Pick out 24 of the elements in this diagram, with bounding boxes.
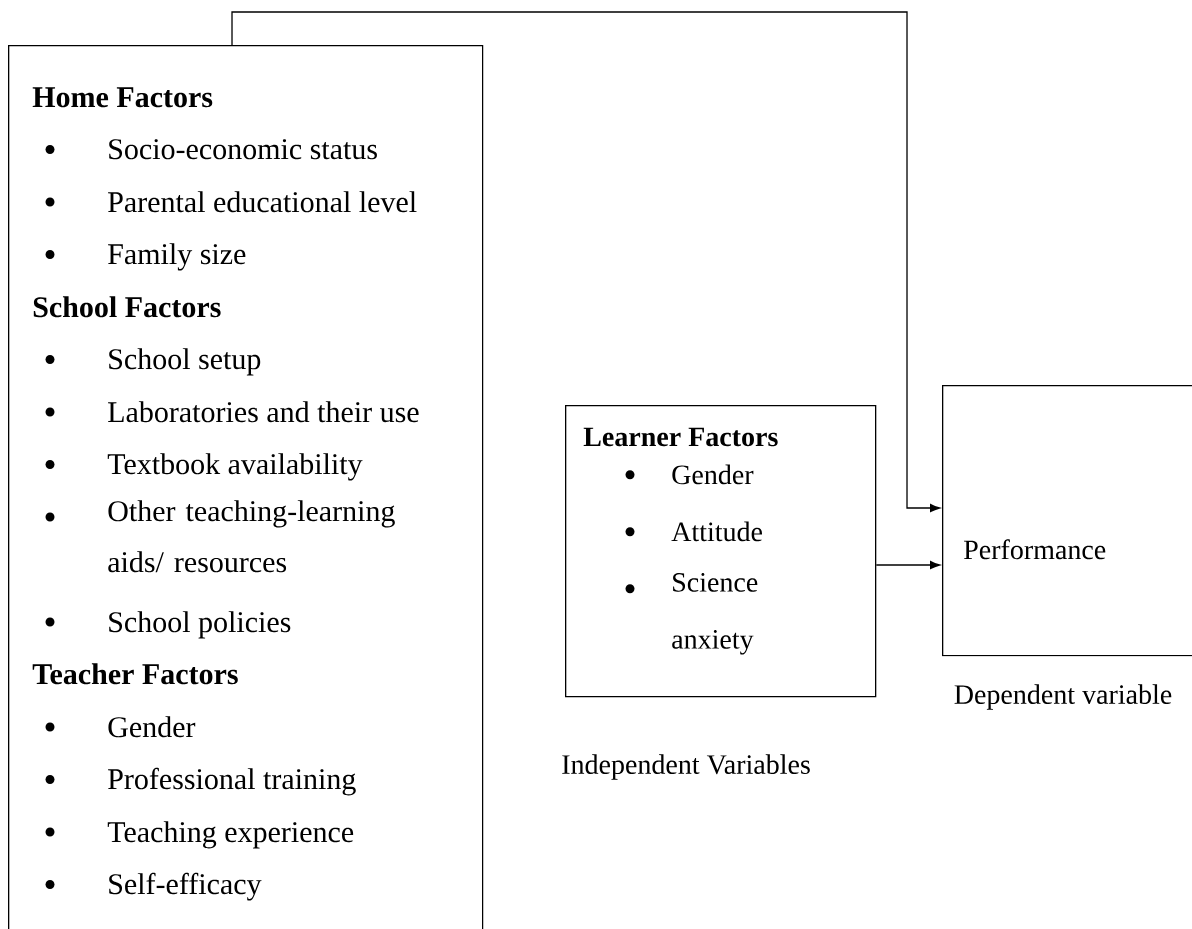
list-item: Attitude [671, 521, 762, 542]
list-item: Professional training [108, 767, 356, 796]
heading: Home Factors [32, 87, 213, 108]
list-item: Textbook availability [107, 453, 363, 481]
list-item: Gender [108, 716, 196, 738]
variable-label: Dependent variable [954, 684, 1172, 710]
arrow [875, 561, 940, 569]
list-item: School setup [109, 348, 261, 376]
list-item: Science anxiety [672, 573, 758, 655]
list-item: Parental educational level [108, 191, 417, 213]
arrow [231, 11, 940, 512]
list-item: Performance [964, 539, 1106, 560]
list-item: Other teaching-learning aids/ resources [108, 500, 395, 573]
list-item: Self-efficacy [109, 872, 262, 901]
list-item: Gender [672, 464, 754, 485]
heading: Learner Factors [583, 427, 778, 447]
heading: Teacher Factors [32, 663, 238, 685]
list-item: Teaching experience [107, 821, 354, 849]
list-item: School policies [109, 611, 291, 639]
list-item: Family size [108, 243, 246, 271]
list-item: Laboratories and their use [108, 401, 419, 423]
variable-label: Independent Variables [562, 754, 810, 780]
heading: School Factors [33, 296, 221, 318]
list-item: Socio-economic status [109, 139, 377, 160]
